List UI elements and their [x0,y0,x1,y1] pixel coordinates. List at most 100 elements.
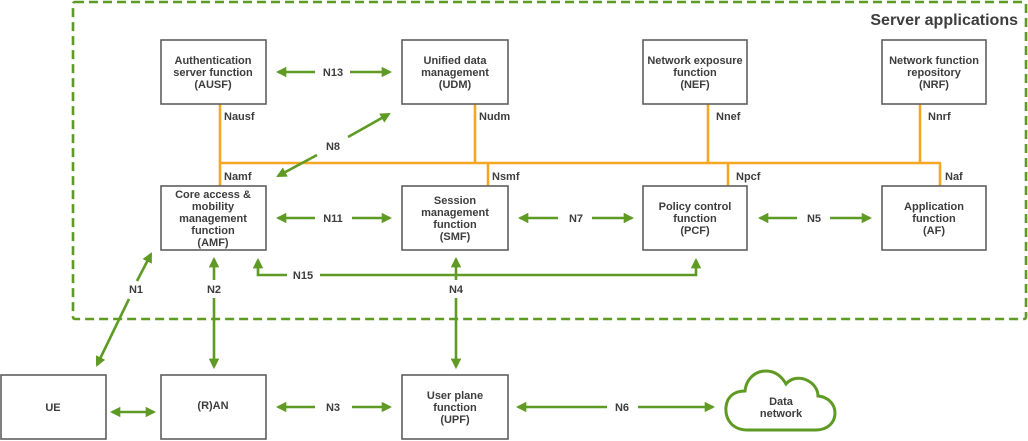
label-n1: N1 [129,284,143,296]
label-naf: Naf [945,171,963,183]
label-nsmf: Nsmf [492,171,520,183]
server-applications-frame [71,0,1028,321]
node-label-line: (AF) [923,225,945,237]
node-label-line: (AMF) [197,237,228,249]
node-label-line: (R)AN [197,400,228,412]
node-ran-label: (R)AN [197,400,228,412]
node-label-line: (AUSF) [194,79,232,91]
node-label-line: (SMF) [440,231,471,243]
node-label-line: (NEF) [680,79,710,91]
label-n3: N3 [326,402,340,414]
node-udm-box[interactable] [401,39,509,105]
label-n11: N11 [323,213,343,225]
node-label-line: (UDM) [439,79,472,91]
node-ue-box[interactable] [0,374,107,440]
node-label-line: management [421,207,489,219]
node-ue[interactable]: UE [0,374,107,440]
label-n7: N7 [569,213,583,225]
node-ausf-box[interactable] [160,39,267,105]
label-n4: N4 [449,284,464,296]
label-n2: N2 [207,284,221,296]
node-label-line: function [673,213,717,225]
node-label-line: Network function [889,55,979,67]
node-label-line: Authentication [175,55,252,67]
label-n5: N5 [807,213,821,225]
link-n15-right [320,257,702,277]
node-upf-box[interactable] [401,374,509,440]
label-n6: N6 [615,402,629,414]
node-label-line: (PCF) [680,225,710,237]
node-label-line: function [433,219,477,231]
node-pcf-box[interactable] [642,185,748,251]
node-label-line: (NRF) [919,79,949,91]
node-label-line: Session [434,195,476,207]
node-nef-box[interactable] [642,39,748,105]
label-nausf: Nausf [224,111,255,123]
node-label-line: Data [769,396,794,408]
node-smf-box[interactable] [401,185,509,251]
node-label-line: function [433,402,477,414]
node-label-line: function [912,213,956,225]
label-n13: N13 [323,67,343,79]
node-ran-box[interactable] [160,374,267,440]
link-n15-left [252,257,287,277]
node-ran[interactable]: (R)AN [160,374,267,440]
reference-links: N13 N8 N11 N7 N5 N15 N4 N2 N1 [95,66,873,418]
node-label-line: Core access & [175,189,251,201]
label-nnef: Nnef [716,111,741,123]
node-label-line: Network exposure [647,55,742,67]
link-n1-lower [95,298,131,367]
node-label-line: function [191,225,235,237]
label-n15: N15 [293,270,313,282]
node-af-box[interactable] [881,185,987,251]
node-label-line: Application [904,201,964,213]
label-nudm: Nudm [479,111,510,123]
cloud-icon[interactable] [724,369,837,432]
label-n8: N8 [326,141,340,153]
node-label-line: Unified data [424,55,488,67]
link-n8-lower [276,153,318,178]
node-ue-label: UE [45,402,60,414]
node-label-line: function [673,67,717,79]
node-label-line: management [421,67,489,79]
label-namf: Namf [224,171,252,183]
node-label-line: (UPF) [440,414,470,426]
node-label-line: management [179,213,247,225]
node-label-line: User plane [427,390,483,402]
node-amf-box[interactable] [160,185,267,251]
service-bus [218,104,942,186]
node-label-line: Policy control [659,201,732,213]
node-nrf-box[interactable] [881,39,987,105]
label-npcf: Npcf [736,171,761,183]
node-label-line: mobility [192,201,235,213]
label-nnrf: Nnrf [928,111,951,123]
server-applications-title: Server applications [870,12,1018,29]
node-label-line: network [760,408,803,420]
link-n1-upper [135,252,153,282]
node-label-line: repository [907,67,962,79]
node-label-line: UE [45,402,60,414]
link-n8-upper [347,112,391,139]
node-label-line: server function [173,67,253,79]
